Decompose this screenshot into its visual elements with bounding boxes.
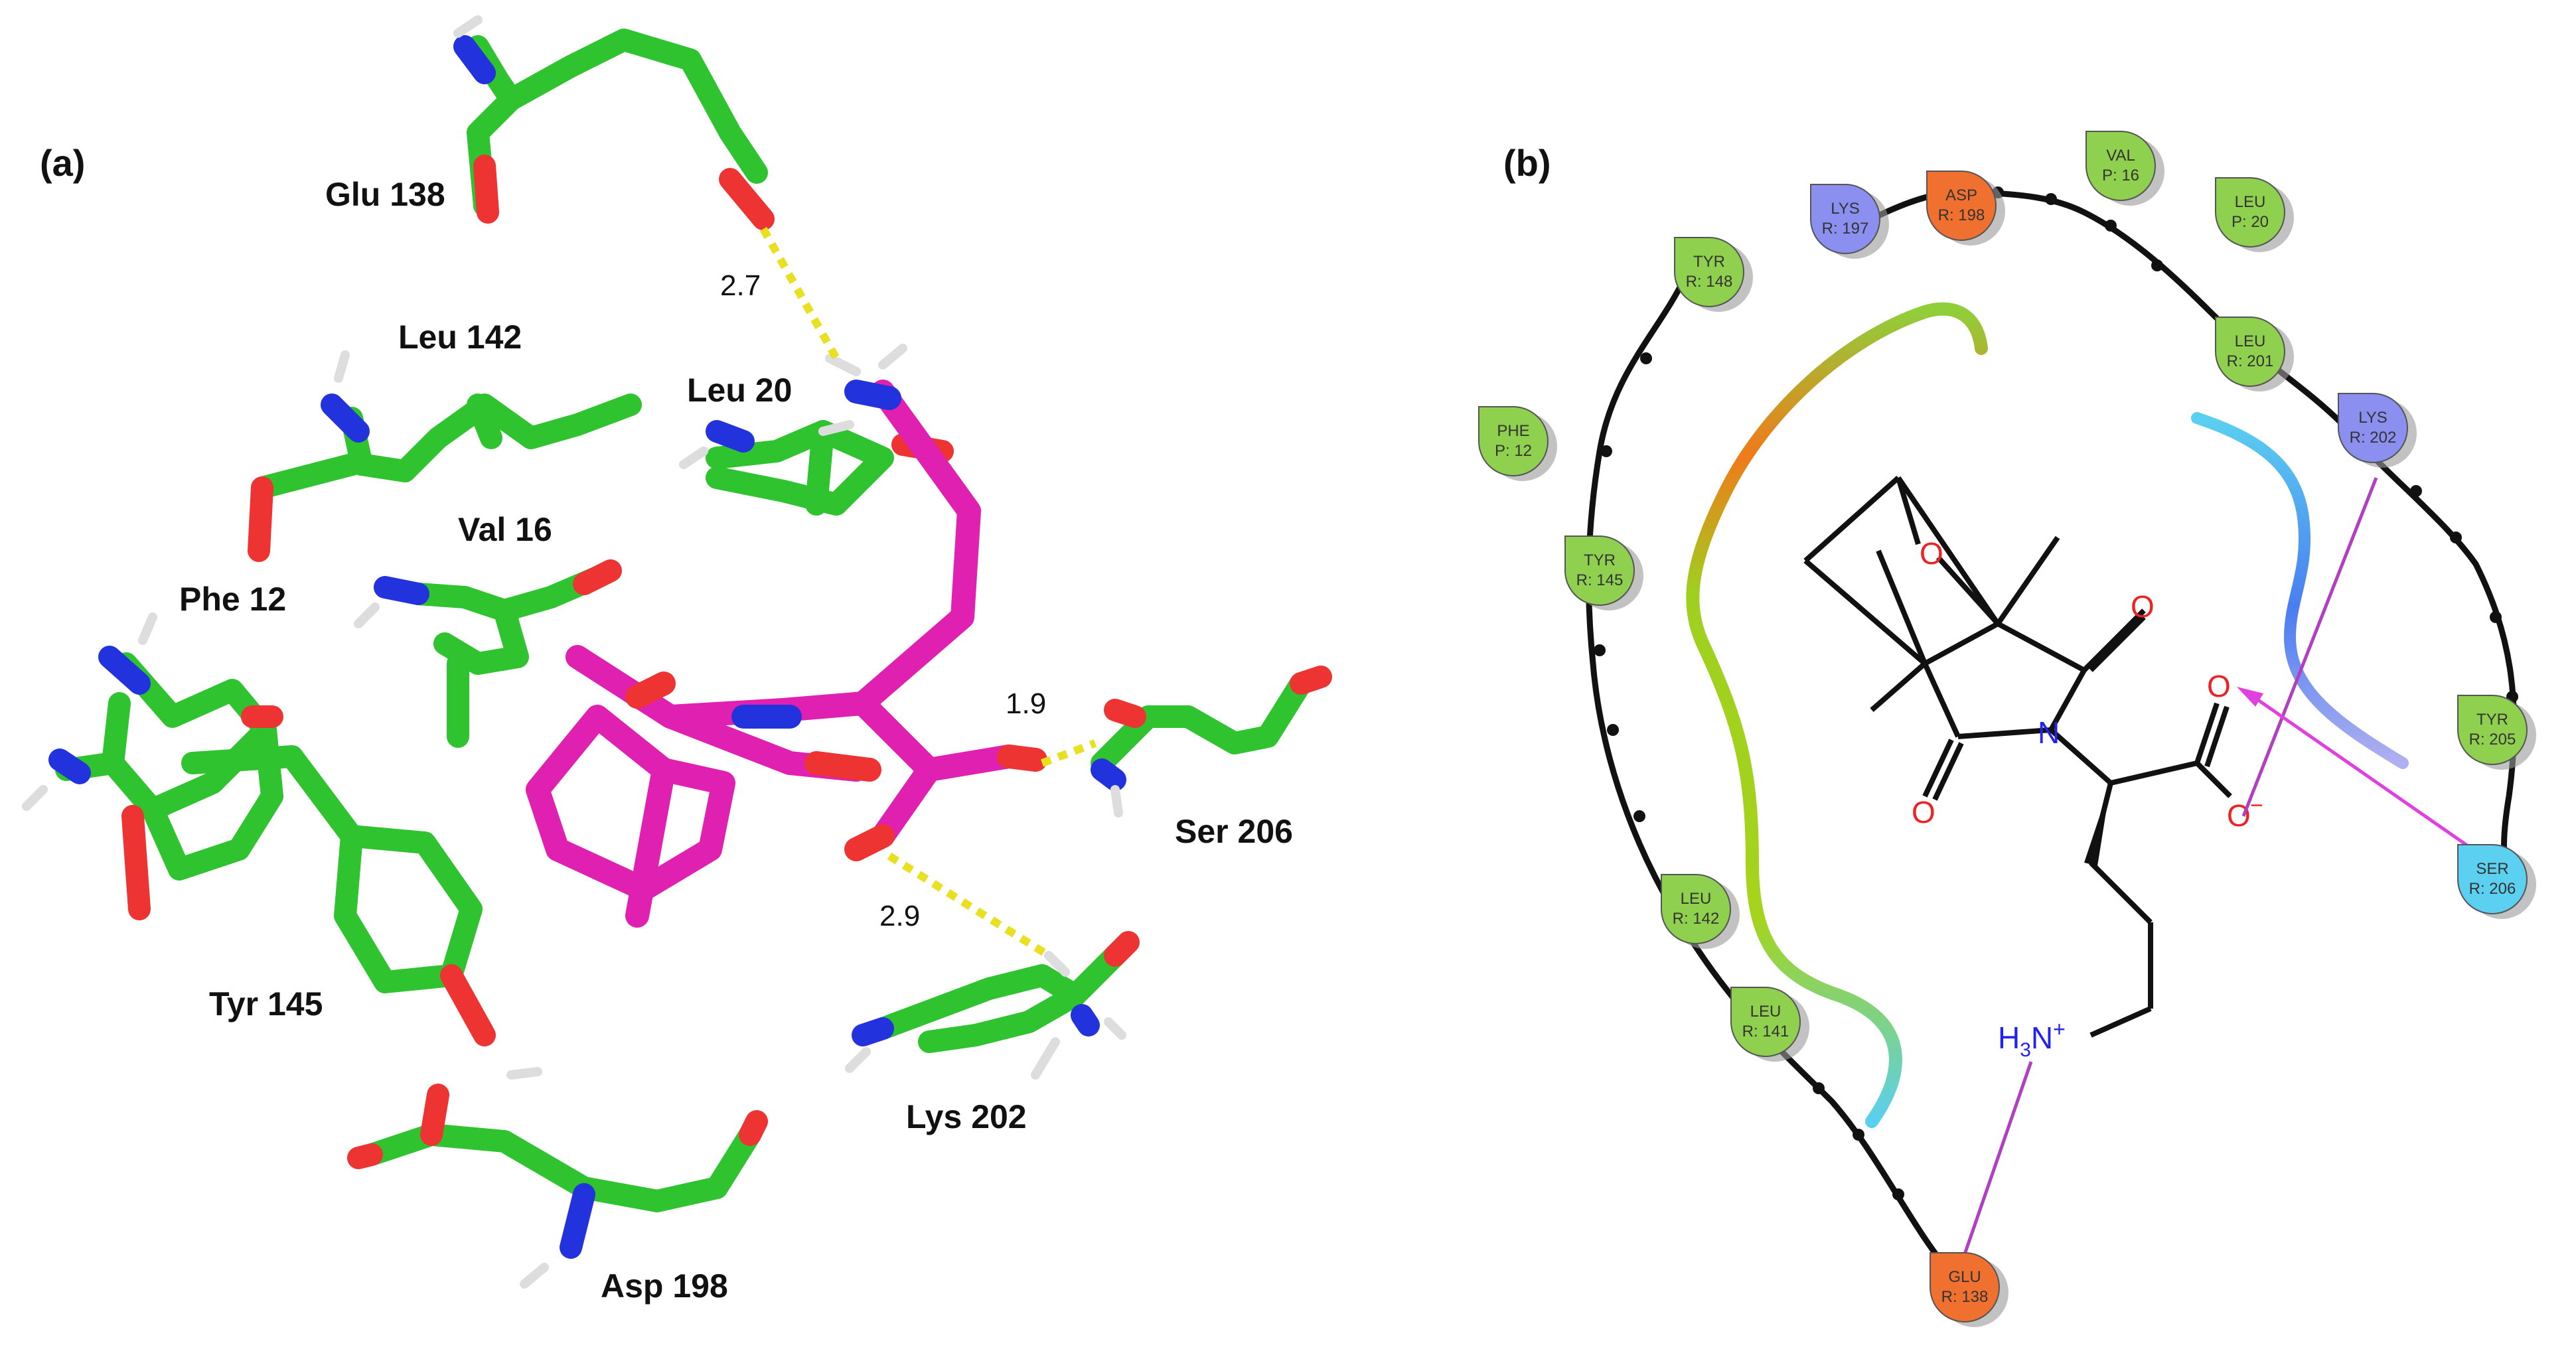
residue-ser206-sticks bbox=[1091, 666, 1332, 818]
residue-marker-tyr205: TYR R: 205 bbox=[2457, 695, 2536, 770]
hbond-glu138-ligand bbox=[759, 227, 840, 360]
panel-b-label: (b) bbox=[1503, 142, 1551, 184]
residue-marker-number: R: 198 bbox=[1938, 206, 1985, 224]
hbond-arrowhead bbox=[2237, 687, 2263, 707]
residue-marker-leu201: LEU R: 201 bbox=[2215, 317, 2294, 392]
salt-bridge-glu138 bbox=[1963, 1061, 2033, 1255]
residue-marker-number: R: 148 bbox=[1686, 273, 1733, 291]
residue-tyr145-label: Tyr 145 bbox=[209, 985, 323, 1023]
residue-marker-ser206: SER R: 206 bbox=[2457, 844, 2536, 919]
residue-leu20-label: Leu 20 bbox=[687, 372, 792, 409]
residue-marker-name: SER bbox=[2476, 860, 2508, 878]
residue-marker-number: P: 20 bbox=[2232, 213, 2269, 231]
ammonium-group: H3N+ bbox=[1998, 1017, 2066, 1061]
residue-marker-number: P: 16 bbox=[2102, 167, 2139, 184]
residue-marker-number: R: 206 bbox=[2469, 880, 2516, 898]
residue-marker-asp198: ASP R: 198 bbox=[1926, 171, 2005, 246]
residue-marker-name: TYR bbox=[2476, 711, 2508, 729]
residue-marker-number: R: 197 bbox=[1822, 220, 1869, 238]
residue-marker-number: R: 138 bbox=[1941, 1288, 1989, 1306]
residue-marker-number: R: 141 bbox=[1742, 1023, 1789, 1040]
residue-marker-name: LEU bbox=[2235, 193, 2266, 211]
residue-marker-leu141: LEU R: 141 bbox=[1730, 987, 1809, 1062]
residue-marker-number: R: 205 bbox=[2469, 731, 2516, 748]
wedge-bond bbox=[2084, 783, 2111, 866]
hbond-lys202-ligand bbox=[887, 852, 1051, 960]
residue-marker-name: LYS bbox=[1831, 200, 1860, 218]
residue-marker-name: LEU bbox=[2235, 332, 2266, 350]
atom-o-carbonyl: O bbox=[2207, 669, 2231, 703]
residue-leu142-label: Leu 142 bbox=[398, 319, 522, 356]
residue-marker-val16: VAL P: 16 bbox=[2085, 131, 2164, 206]
residue-marker-leu142: LEU R: 142 bbox=[1661, 874, 1740, 949]
residue-leu20-sticks bbox=[679, 420, 954, 516]
residue-marker-lys202: LYS R: 202 bbox=[2338, 393, 2417, 468]
residue-marker-name: LEU bbox=[1750, 1003, 1781, 1021]
atom-o-imide-bottom: O bbox=[1912, 795, 1935, 829]
residue-val16-sticks bbox=[354, 559, 622, 748]
residue-marker-name: ASP bbox=[1945, 186, 1977, 204]
residue-marker-lys197: LYS R: 197 bbox=[1810, 184, 1889, 259]
atom-o-imide-top: O bbox=[2131, 589, 2155, 624]
residue-marker-number: R: 202 bbox=[2350, 429, 2397, 447]
residue-marker-phe12: PHE P: 12 bbox=[1478, 406, 1557, 481]
residue-lys202-sticks bbox=[845, 931, 1140, 1080]
residue-marker-leu20: LEU P: 20 bbox=[2215, 177, 2294, 252]
residue-marker-tyr145: TYR R: 145 bbox=[1564, 535, 1643, 610]
hydrogen-bonds bbox=[759, 227, 1097, 960]
residue-marker-number: R: 145 bbox=[1576, 571, 1624, 589]
atom-n-imide: N bbox=[2038, 715, 2060, 750]
ligand-2d-structure bbox=[1803, 476, 2232, 1038]
residue-markers: LYS R: 197 ASP R: 198 VAL P: 16 LEU P: 20 TYR R: … bbox=[1478, 131, 2536, 1327]
residue-glu138-label: Glu 138 bbox=[325, 176, 445, 213]
panel-a-label: (a) bbox=[40, 142, 85, 184]
residue-marker-tyr148: TYR R: 148 bbox=[1674, 237, 1753, 312]
residue-phe12-label: Phe 12 bbox=[179, 581, 286, 618]
atom-o-minus: − bbox=[2250, 793, 2263, 818]
residue-marker-number: P: 12 bbox=[1495, 442, 1532, 460]
residue-leu142-sticks bbox=[248, 350, 642, 562]
solvent-exposure-left bbox=[1686, 302, 1988, 1128]
hbond-ser206 bbox=[2252, 695, 2484, 858]
residue-asp198-label: Asp 198 bbox=[601, 1267, 728, 1305]
salt-bridge-lys202 bbox=[2241, 477, 2378, 817]
ligand-sticks bbox=[526, 344, 1047, 928]
residue-asp198-sticks bbox=[347, 1084, 768, 1289]
panel-a: (a) Glu 138 Leu 142 L bbox=[22, 15, 1332, 1305]
solvent-exposure-right bbox=[2191, 412, 2409, 769]
residue-ser206-label: Ser 206 bbox=[1175, 813, 1293, 850]
residue-tyr145-sticks bbox=[181, 745, 542, 1080]
atom-o-bridge: O bbox=[1920, 536, 1943, 571]
residue-marker-name: PHE bbox=[1497, 422, 1529, 440]
residue-marker-name: GLU bbox=[1948, 1268, 1981, 1286]
distance-lys202: 2.9 bbox=[879, 900, 920, 932]
residue-lys202-label: Lys 202 bbox=[906, 1098, 1027, 1135]
residue-marker-name: VAL bbox=[2106, 147, 2135, 165]
residue-glu138-sticks bbox=[453, 15, 775, 230]
residue-marker-name: LYS bbox=[2358, 409, 2387, 427]
residue-marker-number: R: 201 bbox=[2227, 352, 2274, 370]
residue-marker-name: TYR bbox=[1693, 253, 1725, 271]
residue-val16-label: Val 16 bbox=[458, 511, 552, 548]
residue-marker-number: R: 142 bbox=[1673, 910, 1720, 928]
hbond-ser206-ligand bbox=[1040, 739, 1097, 767]
residue-marker-name: TYR bbox=[1584, 551, 1616, 569]
distance-ser206: 1.9 bbox=[1006, 687, 1046, 720]
residue-marker-glu138: GLU R: 138 bbox=[1930, 1252, 2008, 1327]
distance-glu138: 2.7 bbox=[720, 269, 761, 302]
residue-marker-name: LEU bbox=[1681, 890, 1712, 908]
panel-b: (b) bbox=[1478, 131, 2536, 1327]
